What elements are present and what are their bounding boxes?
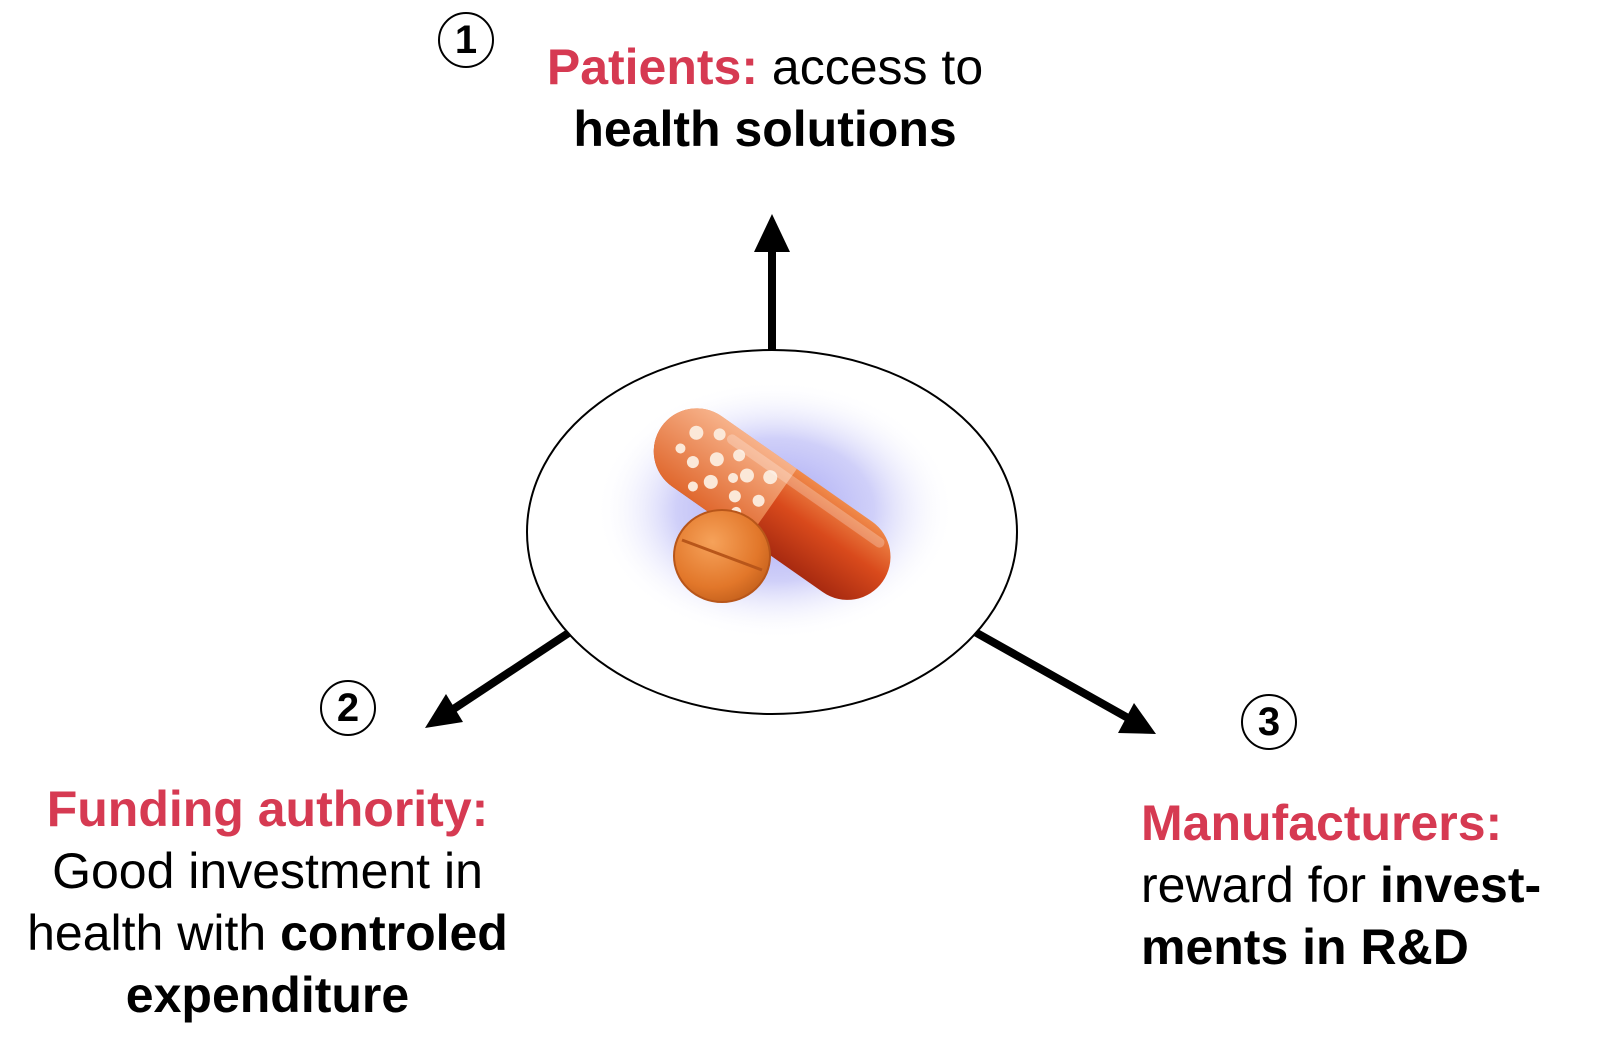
arrow-down-right — [973, 628, 1156, 734]
node-1-line-1: Patients: access to — [515, 36, 1015, 98]
node-1-number: 1 — [438, 12, 494, 68]
node-patients: Patients: access to health solutions — [515, 36, 1015, 160]
node-1-role: Patients: — [546, 39, 759, 95]
node-1-text: access to — [771, 39, 984, 95]
node-3-role: Manufacturers: — [1141, 795, 1503, 851]
node-2-text-2: health with — [27, 905, 281, 961]
node-3-bold-1: invest- — [1379, 857, 1542, 913]
node-manufacturers: Manufacturers: reward for invest- ments … — [1141, 792, 1591, 978]
node-2-bold-2: expenditure — [125, 967, 410, 1023]
arrow-up — [754, 214, 790, 350]
node-3-number: 3 — [1241, 694, 1297, 750]
arrow-down-left — [425, 628, 573, 728]
node-2-number: 2 — [320, 680, 376, 736]
node-2-text-1: Good investment in — [52, 843, 483, 899]
node-3-line-2: reward for invest- — [1141, 854, 1591, 916]
node-funding-authority: Funding authority: Good investment in he… — [0, 778, 535, 1026]
node-1-bold: health solutions — [573, 101, 957, 157]
node-2-bold-1: controled — [280, 905, 508, 961]
node-2-line-3: health with controled — [0, 902, 535, 964]
node-3-text: reward for — [1141, 857, 1380, 913]
node-2-role: Funding authority: — [46, 781, 489, 837]
pills-icon — [595, 380, 955, 640]
node-3-bold-2: ments in R&D — [1141, 919, 1469, 975]
